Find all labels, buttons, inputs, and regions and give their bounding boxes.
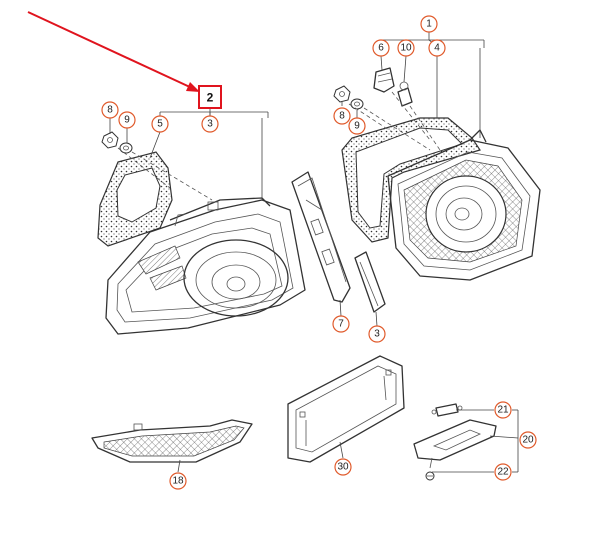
callout-22[interactable]: 22 (494, 463, 512, 481)
callout-6[interactable]: 6 (372, 39, 390, 57)
callout-2-box (198, 85, 222, 109)
callout-9-left-label: 9 (124, 115, 130, 126)
gasket-right (341, 117, 481, 243)
mounting-plate (287, 355, 405, 463)
foam-pad (354, 251, 386, 313)
callout-18[interactable]: 18 (169, 472, 187, 490)
callout-3[interactable]: 3 (201, 115, 219, 133)
callout-8-right-label: 8 (339, 111, 345, 122)
license-plate-lamp (413, 419, 497, 461)
callout-9-right[interactable]: 9 (348, 117, 366, 135)
callout-3-label: 3 (207, 119, 213, 130)
callout-2-highlighted[interactable]: 2 (198, 85, 222, 109)
callout-4-label: 4 (434, 43, 440, 54)
nut-right (333, 85, 351, 103)
bulb-holder (373, 67, 395, 93)
callout-5-label: 5 (157, 119, 163, 130)
callout-9-right-label: 9 (354, 121, 360, 132)
callout-7[interactable]: 7 (332, 315, 350, 333)
callout-9-left[interactable]: 9 (118, 111, 136, 129)
callout-20-label: 20 (522, 435, 534, 446)
washer-right (350, 98, 364, 110)
left-tail-light-housing (105, 197, 306, 335)
callout-1[interactable]: 1 (420, 15, 438, 33)
callout-22-label: 22 (497, 467, 509, 478)
callout-10-label: 10 (400, 43, 412, 54)
callout-30[interactable]: 30 (334, 458, 352, 476)
callout-21-label: 21 (497, 405, 509, 416)
mounting-bracket (291, 171, 351, 303)
callout-1-label: 1 (426, 19, 432, 30)
right-tail-light-inner (387, 129, 541, 281)
callout-4[interactable]: 4 (428, 39, 446, 57)
callout-30-label: 30 (337, 462, 349, 473)
washer-left (119, 142, 133, 154)
callout-20[interactable]: 20 (519, 431, 537, 449)
gasket-left (97, 151, 173, 247)
callout-3-right-label: 3 (374, 329, 380, 340)
assembly-lines (117, 91, 441, 201)
callout-5[interactable]: 5 (151, 115, 169, 133)
leader-lines (109, 32, 519, 473)
callout-8-left-label: 8 (107, 105, 113, 116)
callout-7-label: 7 (338, 319, 344, 330)
callout-10[interactable]: 10 (397, 39, 415, 57)
callouts: 1 3 3 4 5 6 7 8 8 9 9 10 18 20 21 22 30 (101, 15, 537, 490)
callout-3-right[interactable]: 3 (368, 325, 386, 343)
bulb (397, 81, 413, 107)
screw (425, 457, 435, 481)
nut-left (101, 131, 119, 149)
rear-reflector (91, 419, 253, 463)
callout-2-label: 2 (207, 91, 214, 105)
callout-8-right[interactable]: 8 (333, 107, 351, 125)
callout-6-label: 6 (378, 43, 384, 54)
callout-8-left[interactable]: 8 (101, 101, 119, 119)
callout-21[interactable]: 21 (494, 401, 512, 419)
callout-18-label: 18 (172, 476, 184, 487)
red-pointer-arrow-icon (27, 11, 200, 92)
